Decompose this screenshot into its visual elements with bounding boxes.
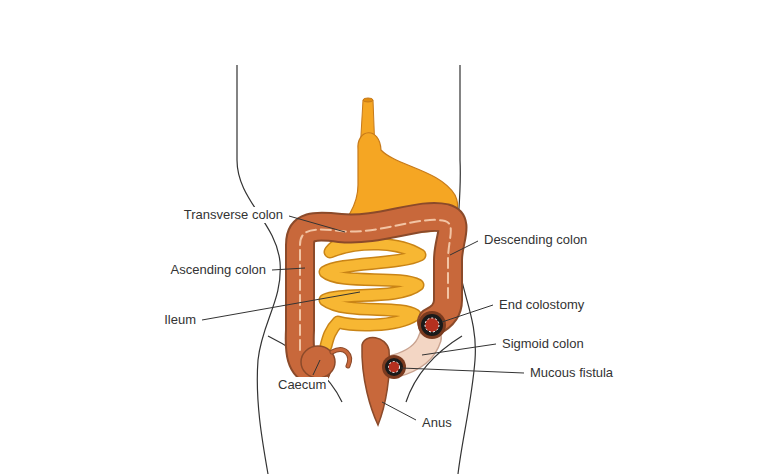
part-label: Transverse colon (182, 207, 285, 223)
part-label: Anus (420, 415, 454, 431)
colostomy-stoma (418, 311, 446, 339)
part-label: Mucous fistula (528, 365, 615, 381)
body-outline (237, 65, 475, 474)
part-label: Descending colon (482, 232, 589, 248)
part-label: Ileum (162, 312, 198, 328)
part-label: Sigmoid colon (500, 336, 586, 352)
part-label: Caecum (276, 377, 328, 393)
small-intestine (325, 243, 420, 346)
leader-lines (202, 216, 524, 420)
appendix (332, 350, 350, 366)
part-label: End colostomy (497, 297, 586, 313)
fistula-stoma (382, 355, 406, 379)
part-label: Ascending colon (169, 262, 268, 278)
rectum (362, 338, 390, 425)
